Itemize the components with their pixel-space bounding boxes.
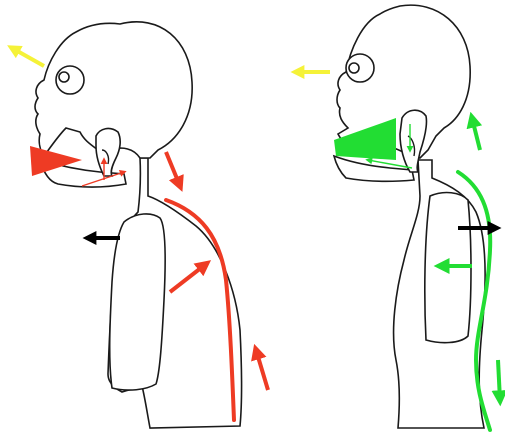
- neck-arrow-red: [166, 152, 180, 186]
- eye-pupil: [349, 63, 359, 73]
- gaze-arrow-icon: [12, 48, 44, 66]
- eye-pupil: [59, 72, 69, 82]
- neck-arrow-green: [472, 118, 480, 150]
- figure-corrected-posture: [296, 5, 500, 430]
- figure-forward-head-posture: [12, 22, 268, 428]
- lower-arrow-red: [256, 350, 268, 390]
- lower-arrow-green: [498, 360, 500, 400]
- hyoid-outline: [96, 129, 120, 176]
- arm-outline: [110, 214, 166, 390]
- jaw-outline: [334, 156, 414, 181]
